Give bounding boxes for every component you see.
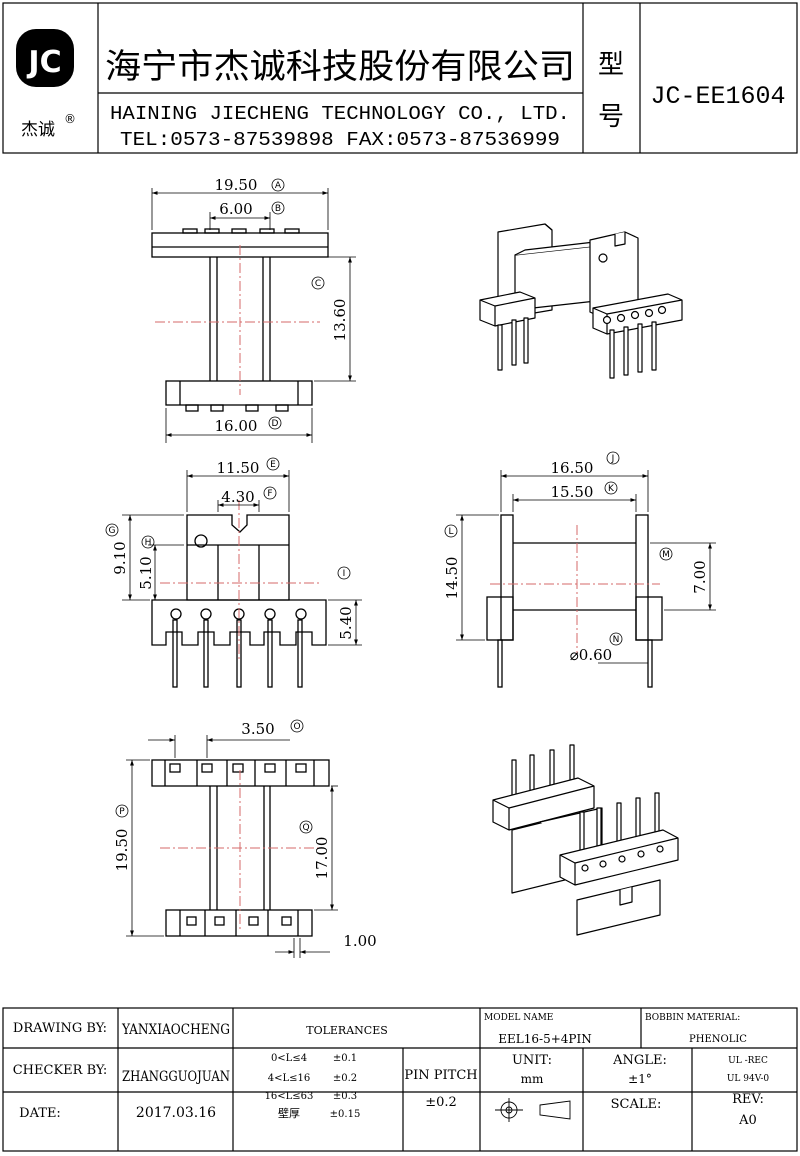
- model-name-label: MODEL NAME: [484, 1013, 553, 1023]
- dim-M: 7.00: [691, 560, 709, 593]
- marker-E: E: [270, 460, 276, 470]
- angle-value: ±1°: [628, 1072, 652, 1086]
- unit-value: mm: [521, 1072, 544, 1086]
- drawing-by-value: YANXIAOCHENG: [121, 1022, 230, 1038]
- logo: JC 杰诚 ®: [16, 29, 76, 140]
- dim-N: ⌀0.60: [570, 646, 612, 664]
- view-right: [486, 514, 663, 688]
- company-name-cn: 海宁市杰诚科技股份有限公司: [105, 47, 575, 87]
- dim-J: 16.50: [551, 459, 594, 477]
- ul-rec: UL -REC: [728, 1056, 768, 1066]
- isometric-view-1: [479, 223, 683, 379]
- marker-M: M: [662, 550, 670, 560]
- marker-N: N: [613, 635, 620, 645]
- dim-F: 4.30: [221, 488, 254, 506]
- dims-bottom: [126, 735, 338, 958]
- model-number: JC-EE1604: [650, 82, 785, 111]
- dim-B: 6.00: [219, 200, 252, 218]
- centerlines-bottom: [160, 770, 320, 930]
- bobbin-material-label: BOBBIN MATERIAL:: [645, 1013, 740, 1023]
- scale-label: SCALE:: [611, 1097, 662, 1112]
- marker-B: B: [275, 204, 281, 214]
- marker-F: F: [267, 489, 272, 499]
- dim-O: 3.50: [241, 720, 274, 738]
- marker-K: K: [608, 484, 615, 494]
- checker-by-label: CHECKER BY:: [13, 1063, 108, 1078]
- dim-P: 19.50: [113, 829, 131, 872]
- centerlines-top: [155, 245, 320, 395]
- pin-pitch-label: PIN PITCH: [404, 1068, 477, 1083]
- logo-text: JC: [26, 45, 61, 80]
- date-value: 2017.03.16: [136, 1105, 216, 1121]
- model-name-value: EEL16-5+4PIN: [498, 1032, 591, 1046]
- model-label-2: 号: [598, 102, 624, 132]
- marker-D: D: [272, 419, 279, 429]
- angle-label: ANGLE:: [612, 1053, 667, 1068]
- rev-label: REV:: [732, 1092, 764, 1107]
- header-frame: [2, 2, 798, 154]
- tol-value-1: ±0.1: [333, 1053, 357, 1064]
- isometric-view-2: [492, 744, 679, 936]
- marker-P: P: [119, 807, 125, 817]
- dims-side: [122, 470, 362, 646]
- dims-top: [151, 188, 356, 443]
- registered-mark: ®: [64, 112, 76, 126]
- tol-range-3: 16<L≤63: [265, 1091, 314, 1102]
- centerlines-side: [160, 500, 320, 660]
- dim-C: 13.60: [331, 299, 349, 342]
- tol-value-2: ±0.2: [333, 1073, 357, 1084]
- drawing-by-label: DRAWING BY:: [13, 1021, 107, 1036]
- marker-G: G: [109, 526, 116, 536]
- view-side: [151, 514, 327, 688]
- contact-info: TEL:0573-87539898 FAX:0573-87536999: [120, 129, 560, 151]
- logo-cn: 杰诚: [21, 120, 55, 140]
- marker-J: J: [611, 454, 615, 464]
- marker-C: C: [315, 279, 321, 289]
- dims-right: [456, 470, 716, 664]
- marker-L: L: [448, 527, 453, 537]
- marker-H: H: [145, 538, 152, 548]
- model-label-1: 型: [598, 50, 624, 80]
- dim-Q: 17.00: [313, 837, 331, 880]
- ul-94v0: UL 94V-0: [727, 1074, 770, 1084]
- dim-L: 14.50: [443, 557, 461, 600]
- marker-Q: Q: [302, 823, 309, 833]
- dim-I: 5.40: [337, 606, 355, 639]
- marker-A: A: [275, 181, 282, 191]
- title-block-frame: [2, 1007, 798, 1152]
- tol-range-2: 4<L≤16: [268, 1073, 311, 1084]
- company-name-en: HAINING JIECHENG TECHNOLOGY CO., LTD.: [110, 103, 570, 125]
- dim-D: 16.00: [215, 417, 258, 435]
- tol-value-4: ±0.15: [330, 1109, 361, 1120]
- dim-H: 5.10: [137, 556, 155, 589]
- tol-range-4: 壁厚: [278, 1106, 300, 1120]
- dim-R: 1.00: [343, 932, 376, 950]
- centerlines-right: [490, 525, 660, 655]
- rev-value: A0: [738, 1113, 757, 1128]
- marker-I: I: [343, 569, 346, 579]
- circle-markers: [105, 178, 673, 834]
- bobbin-material-value: PHENOLIC: [689, 1034, 747, 1045]
- dim-A: 19.50: [215, 176, 258, 194]
- tol-value-3: ±0.3: [333, 1091, 357, 1102]
- circle-marker-labels: A B C D E F G H I J K L M N O P Q: [109, 181, 670, 833]
- dim-K: 15.50: [551, 483, 594, 501]
- dim-G: 9.10: [111, 541, 129, 574]
- checker-by-value: ZHANGGUOJUAN: [122, 1069, 230, 1085]
- tolerances-label: TOLERANCES: [306, 1024, 388, 1037]
- unit-label: UNIT:: [512, 1053, 552, 1068]
- tol-range-1: 0<L≤4: [271, 1053, 307, 1064]
- projection-symbol: [495, 1098, 571, 1122]
- view-top: [151, 228, 329, 412]
- pin-pitch-value: ±0.2: [425, 1095, 457, 1110]
- dim-E: 11.50: [217, 459, 260, 477]
- date-label: DATE:: [19, 1106, 61, 1121]
- marker-O: O: [293, 722, 300, 732]
